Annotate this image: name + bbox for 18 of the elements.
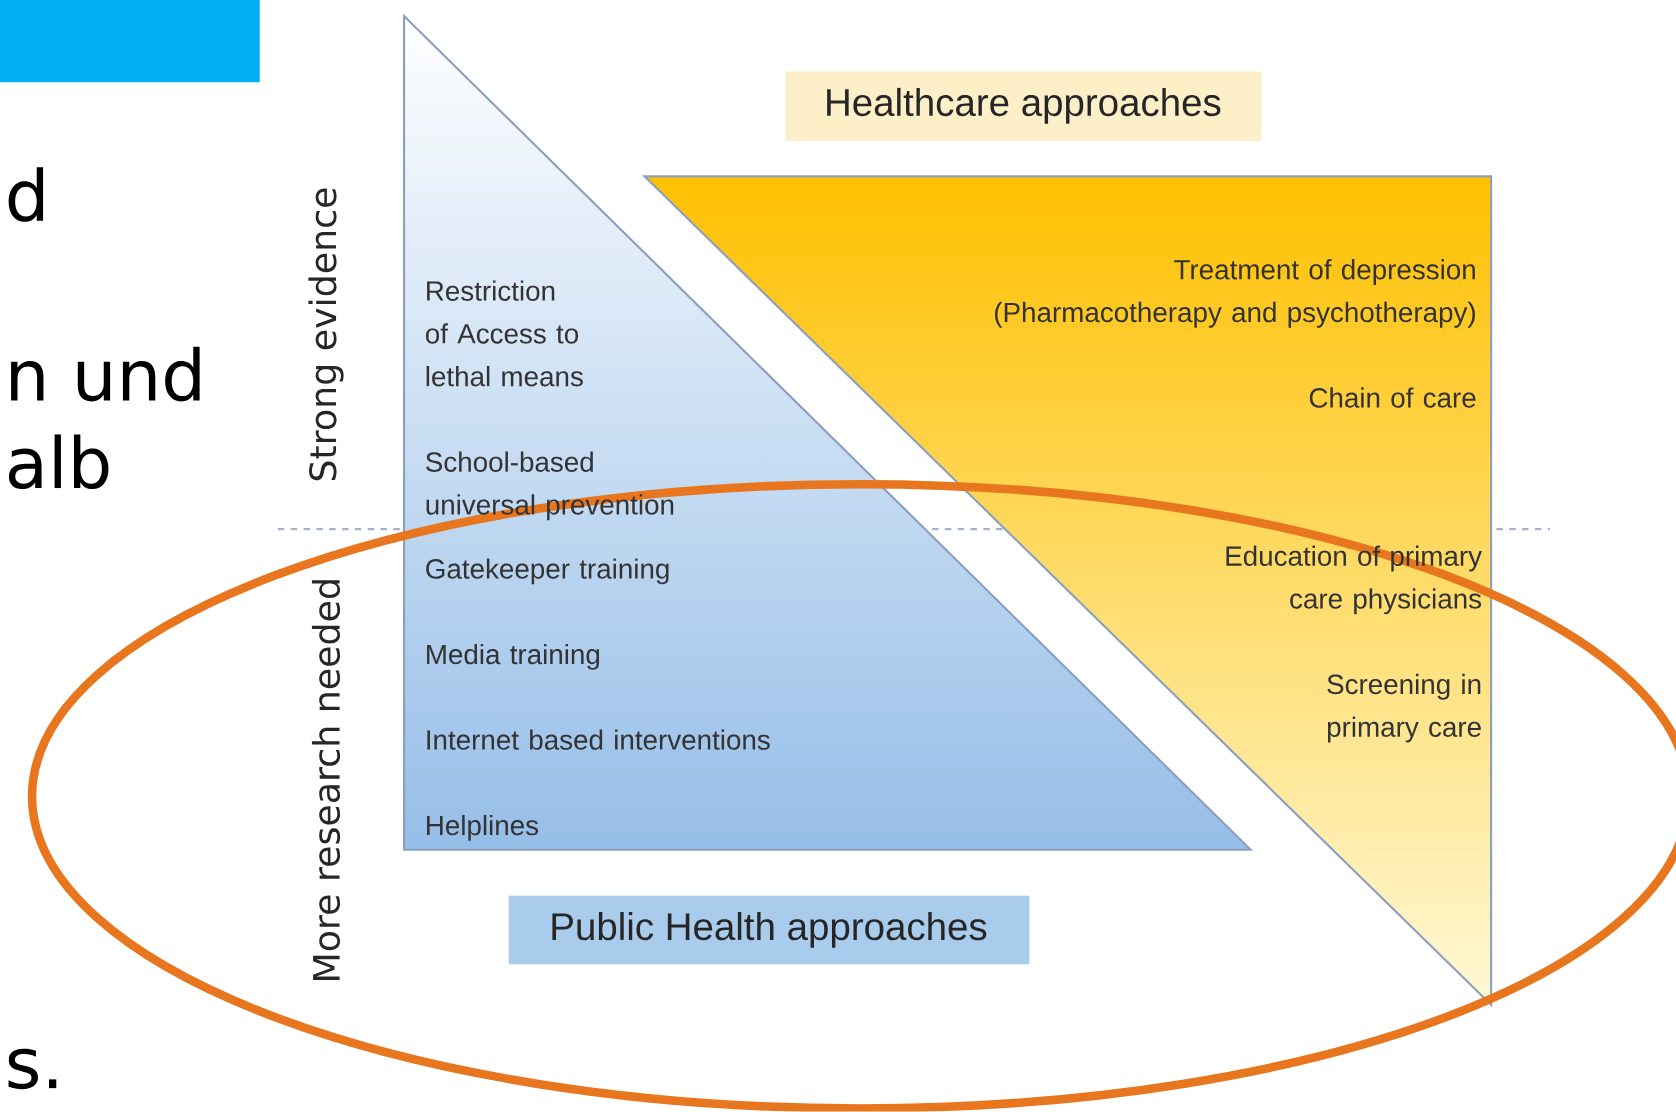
approach-text: Treatment of depression	[1174, 259, 1475, 286]
axis-label: Strong evidence	[308, 188, 344, 481]
approach-text: Chain of care	[1309, 387, 1476, 408]
slide-text: alb	[8, 434, 109, 490]
approach-text: Screening in primary care	[1327, 674, 1481, 743]
approach-text: Media training	[427, 644, 600, 670]
approach-text: (Pharmacotherapy and psychotherapy)	[995, 302, 1475, 328]
slide-text: s.	[8, 1048, 57, 1090]
heading-box: Public Health approaches	[508, 895, 1030, 965]
approach-text: School-based universal prevention	[426, 451, 674, 521]
slide-text: n und	[11, 347, 200, 402]
axis-label: More research needed	[311, 580, 341, 981]
approach-text: Education of primary care physicians	[1226, 545, 1482, 615]
approach-text: Helplines	[427, 815, 539, 841]
approach-text: Restriction of Access to lethal means	[425, 280, 583, 387]
approach-text: Internet based interventions	[427, 729, 770, 750]
approach-text: Gatekeeper training	[426, 558, 669, 585]
slide-text: d	[8, 167, 44, 223]
